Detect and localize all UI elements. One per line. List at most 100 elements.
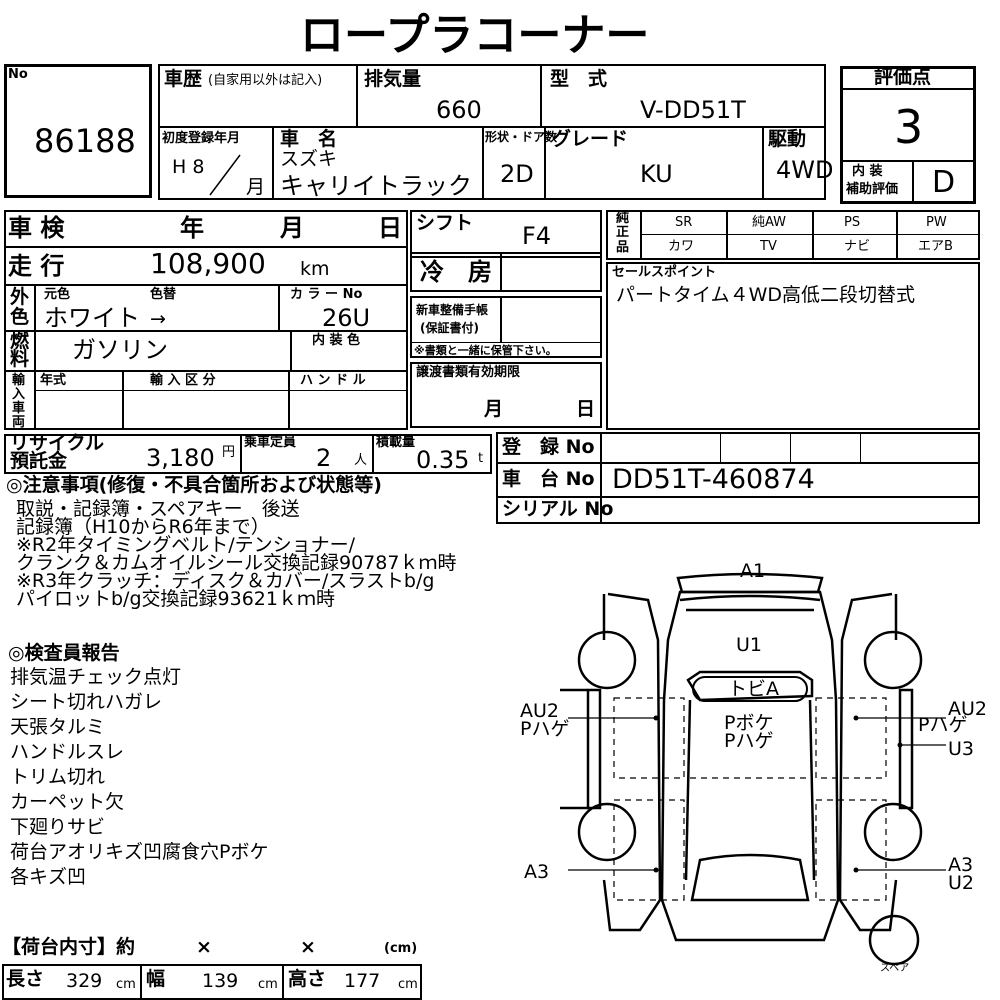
ac-box: [410, 252, 602, 292]
cargo-height-label: 高さ: [288, 968, 327, 990]
first-reg-era: H 8: [172, 156, 205, 178]
color-change-label: 色替: [150, 287, 177, 302]
equipment-grid: [606, 210, 980, 260]
equip-char-2: 正: [616, 225, 630, 240]
recycle-label-2: 預託金: [10, 450, 68, 472]
note-line-1: 取説・記録簿・スペアキー 後送: [16, 498, 300, 520]
first-reg-month: 月: [246, 176, 266, 198]
grade-label: グレード: [552, 128, 629, 150]
first-reg-slash: [209, 154, 241, 196]
interior-label-1: 内 装: [852, 164, 883, 179]
recycle-row: [4, 434, 492, 474]
import-char-4: 両: [12, 415, 26, 430]
equip-pw: PW: [926, 215, 947, 230]
serial-label: シリアル No: [502, 498, 614, 520]
cargo-x-1: ×: [196, 936, 212, 958]
equip-sr: SR: [675, 215, 693, 230]
maintenance-box: [410, 296, 602, 358]
note-line-5: ※R3年クラッチ：ディスク＆カバー/スラストb/g: [16, 570, 435, 592]
report-line-5: トリム切れ: [10, 766, 106, 788]
recycle-label-1: リサイクル: [10, 432, 105, 454]
import-handle-label: ハ ン ド ル: [300, 373, 366, 388]
shift-label: シフト: [416, 212, 474, 234]
interior-label-2: 補助評価: [846, 182, 899, 197]
drive-value: 4WD: [776, 156, 834, 184]
diagram-a3-right: A3: [948, 854, 974, 876]
load-unit: t: [478, 451, 484, 466]
diagram-phage-right: Pハゲ: [918, 714, 968, 736]
sales-point-label: セールスポイント: [612, 265, 717, 280]
lot-box: [4, 64, 152, 198]
report-line-2: シート切れハガレ: [10, 691, 163, 713]
sales-point-box: [606, 262, 980, 430]
equip-tv: TV: [760, 239, 777, 254]
inspection-day: 日: [378, 214, 402, 242]
score-label: 評価点: [874, 66, 932, 88]
fuel-char-2: 料: [10, 348, 30, 370]
equip-navi: ナビ: [844, 239, 871, 254]
cargo-height-value: 177: [344, 970, 381, 992]
score-value: 3: [894, 100, 924, 154]
import-char-1: 輸: [12, 373, 26, 388]
history-label: 車歴: [164, 68, 203, 90]
fuel-char-1: 燃: [10, 330, 30, 352]
inspection-year: 年: [180, 214, 204, 242]
report-line-6: カーペット欠: [10, 791, 125, 813]
report-line-7: 下廻りサビ: [10, 816, 106, 838]
name-label: 車 名: [280, 128, 338, 150]
orig-color-value: ホワイト: [44, 304, 140, 332]
report-line-4: ハンドルスレ: [10, 741, 125, 763]
name-maker: スズキ: [280, 148, 338, 170]
note-line-4: クランク＆カムオイルシール交換記録90787ｋｍ時: [16, 552, 457, 574]
report-line-8: 荷台アオリキズ凹腐食穴Pボケ: [10, 841, 269, 863]
diagram-u2: U2: [948, 872, 974, 894]
load-value: 0.35: [416, 446, 470, 474]
diagram-au2-left: AU2: [520, 700, 559, 722]
cargo-length-value: 329: [66, 970, 103, 992]
detail-grid: [4, 210, 408, 430]
displacement-value: 660: [436, 96, 482, 124]
displacement-label: 排気量: [364, 68, 422, 90]
note-line-6: パイロットb/g交換記録93621ｋｍ時: [16, 588, 335, 610]
sales-point-text: パートタイム４WD高低二段切替式: [616, 284, 916, 306]
equip-char-3: 品: [616, 240, 630, 255]
transfer-box: [410, 362, 602, 428]
cargo-grid: [2, 964, 422, 1000]
cargo-length-label: 長さ: [6, 968, 45, 990]
maintenance-label-1: 新車整備手帳: [416, 303, 489, 317]
import-kind-label: 輸 入 区 分: [150, 373, 216, 388]
first-reg-label: 初度登録年月: [162, 131, 241, 146]
shift-box: [410, 210, 602, 258]
color-code-label: カ ラ ー No: [290, 287, 363, 302]
equip-aw: 純AW: [752, 215, 787, 230]
page-title: ロープラコーナー: [300, 10, 650, 61]
body-value: 2D: [500, 160, 534, 188]
capacity-label: 乗車定員: [244, 435, 297, 450]
inspection-month: 月: [280, 214, 304, 242]
outer-color-char-2: 色: [10, 306, 30, 328]
score-box: [840, 66, 976, 204]
inspection-label: 車 検: [8, 214, 65, 242]
diagram-a3-left: A3: [524, 861, 550, 883]
transfer-month: 月: [484, 398, 504, 420]
cargo-width-unit: cm: [258, 977, 278, 992]
ac-label: 冷 房: [420, 258, 492, 286]
diagram-pboke: Pボケ: [724, 712, 774, 734]
diagram-spare: スペア: [880, 963, 910, 974]
diagram-a1: A1: [740, 560, 766, 582]
diagram-phage: Pハゲ: [724, 730, 774, 752]
equip-leather: カワ: [668, 239, 695, 254]
vehicle-info-grid: [158, 64, 826, 200]
notes-heading: ◎注意事項(修復・不具合箇所および状態等): [6, 474, 382, 496]
outer-color-char-1: 外: [10, 286, 30, 308]
interior-color-label: 内 装 色: [312, 333, 361, 348]
report-heading: ◎検査員報告: [8, 642, 120, 664]
history-sub: (自家用以外は記入): [208, 73, 323, 88]
import-year-label: 年式: [40, 373, 67, 388]
diagram-au2-right: AU2: [948, 698, 987, 720]
recycle-unit: 円: [222, 445, 236, 460]
equip-char-1: 純: [616, 211, 630, 226]
note-line-2: 記録簿（H10からR6年まで）: [16, 516, 270, 538]
drive-label: 駆動: [768, 128, 807, 150]
